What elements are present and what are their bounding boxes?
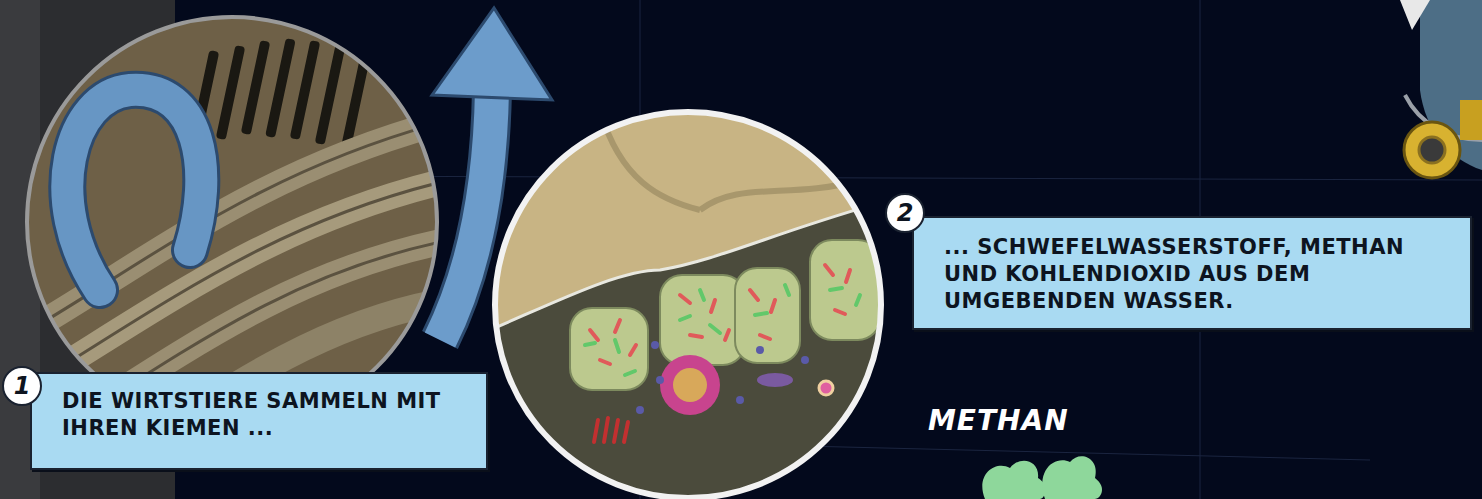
flow-arrow (440, 90, 492, 340)
callout-box: DIE WIRTSTIERE SAMMELN MIT IHREN KIEMEN … (30, 372, 488, 470)
flow-arrow-outline (440, 90, 492, 340)
callout-number: 1 (2, 366, 42, 406)
callout-number: 2 (885, 193, 925, 233)
flow-arrow (67, 90, 201, 290)
flow-arrow-outline (67, 90, 201, 290)
callout-text: DIE WIRTSTIERE SAMMELN MIT IHREN KIEMEN … (62, 388, 466, 442)
methane-molecule (982, 456, 1102, 499)
cell-zoom (490, 110, 890, 499)
arrow-head (432, 8, 552, 100)
submersible (1400, 0, 1482, 178)
callout-text: ... SCHWEFELWASSERSTOFF, METHAN UND KOHL… (944, 234, 1450, 315)
zoom-ring (495, 112, 881, 498)
callout-box: ... SCHWEFELWASSERSTOFF, METHAN UND KOHL… (912, 216, 1472, 330)
zoom-ring (27, 17, 437, 427)
substance-label: METHAN (928, 404, 1069, 437)
